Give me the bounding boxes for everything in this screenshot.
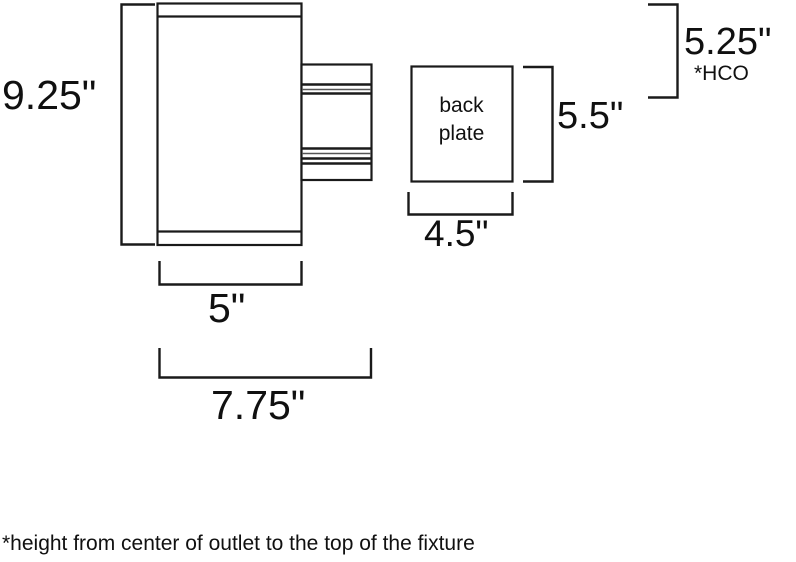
- back-plate-group: [410, 65, 514, 183]
- back-plate-outline: [410, 65, 514, 183]
- dimension-label-backplate-width: 4.5": [424, 213, 489, 254]
- dimension-label-backplate-height: 5.5": [557, 95, 624, 137]
- bracket-height-9-25: [120, 3, 155, 246]
- fixture-mounting-arm-group: [300, 63, 373, 182]
- fixture-body-outline: [156, 2, 303, 247]
- bracket-backplate-width-4-5: [407, 192, 514, 216]
- bracket-depth-7-75: [158, 348, 373, 379]
- dimension-label-height: 9.25": [2, 72, 97, 118]
- dimension-label-overall-depth: 7.75": [211, 382, 306, 428]
- back-plate-label-line1: back: [439, 94, 484, 117]
- back-plate-label: back plate: [411, 92, 512, 148]
- dimension-label-body-width: 5": [208, 285, 246, 331]
- bracket-backplate-height-5-5: [523, 65, 554, 183]
- dimension-label-mounting-height: 5.25": [684, 21, 772, 63]
- back-plate-label-line2: plate: [438, 122, 485, 145]
- mounting-height-note: *HCO: [694, 62, 749, 85]
- footnote-text: *height from center of outlet to the top…: [2, 532, 475, 555]
- bracket-width-5: [158, 261, 303, 286]
- fixture-body-group: [156, 2, 303, 247]
- bracket-mounting-height-5-25: [648, 3, 679, 99]
